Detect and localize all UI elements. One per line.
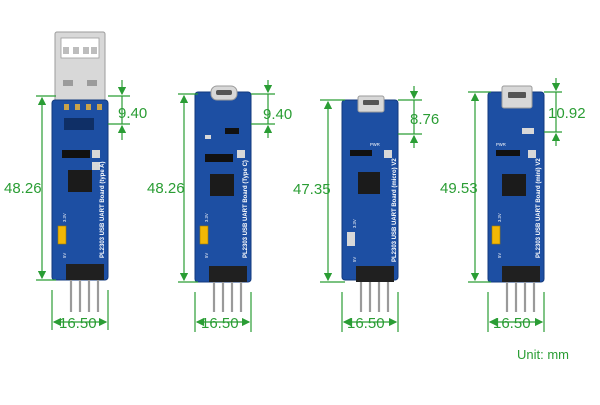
svg-text:3.3V: 3.3V: [204, 213, 209, 222]
svg-text:3.3V: 3.3V: [497, 213, 502, 222]
pl2303-chip-icon: [68, 170, 92, 192]
dimension-mini: 49.53 10.92 16.50: [440, 78, 586, 332]
board-mini: PWR PL2303 USB UART Board (mini) V2 3.3V…: [487, 85, 545, 312]
offset-label: 9.40: [118, 105, 147, 122]
height-label: 48.26: [4, 180, 42, 197]
svg-text:3.3V: 3.3V: [352, 219, 357, 228]
pin-header: [502, 266, 540, 282]
pl2303-chip-icon: [210, 174, 234, 196]
offset-label: 9.40: [263, 106, 292, 123]
svg-text:PWR: PWR: [496, 142, 506, 147]
voltage-jumper-icon: [199, 225, 209, 245]
svg-text:5V: 5V: [352, 257, 357, 262]
voltage-jumper-icon: [57, 225, 67, 245]
unit-label: Unit: mm: [517, 347, 569, 362]
height-label: 48.26: [147, 180, 185, 197]
width-label: 16.50: [59, 315, 97, 332]
board-label-type-a: PL2303 USB UART Board (type A): [100, 162, 106, 258]
voltage-jumper-icon: [491, 225, 501, 245]
pl2303-chip-icon: [502, 174, 526, 196]
pin-header: [356, 266, 394, 282]
width-label: 16.50: [201, 315, 239, 332]
offset-label: 10.92: [548, 105, 586, 122]
svg-text:5V: 5V: [62, 253, 67, 258]
board-type-a: PL2303 USB UART Board (type A) 3.3V 5V: [51, 31, 109, 312]
dimension-micro: 47.35 8.76 16.50: [293, 86, 439, 332]
pin-header: [209, 266, 247, 282]
height-label: 47.35: [293, 181, 331, 198]
width-label: 16.50: [493, 315, 531, 332]
offset-label: 8.76: [410, 111, 439, 128]
dimension-type-c: 48.26 9.40 16.50: [147, 80, 292, 332]
svg-text:PWR: PWR: [370, 142, 380, 147]
width-label: 16.50: [347, 315, 385, 332]
board-micro: PWR PL2303 USB UART Board (micro) V2 3.3…: [341, 95, 399, 312]
board-label-type-c: PL2303 USB UART Board (Type C): [243, 160, 249, 258]
board-type-c: PL2303 USB UART Board (Type C) 3.3V 5V: [194, 85, 252, 312]
height-label: 49.53: [440, 180, 478, 197]
svg-text:3.3V: 3.3V: [62, 213, 67, 222]
svg-text:5V: 5V: [204, 253, 209, 258]
svg-text:5V: 5V: [497, 253, 502, 258]
board-label-mini: PL2303 USB UART Board (mini) V2: [536, 158, 542, 258]
pl2303-chip-icon: [358, 172, 380, 194]
usb-type-a-connector: [54, 31, 106, 105]
voltage-jumper-icon: [347, 232, 355, 246]
pin-header: [66, 264, 104, 280]
dimension-type-a: 48.26 9.40 16.50: [4, 80, 147, 332]
board-label-micro: PL2303 USB UART Board (micro) V2: [392, 158, 398, 262]
